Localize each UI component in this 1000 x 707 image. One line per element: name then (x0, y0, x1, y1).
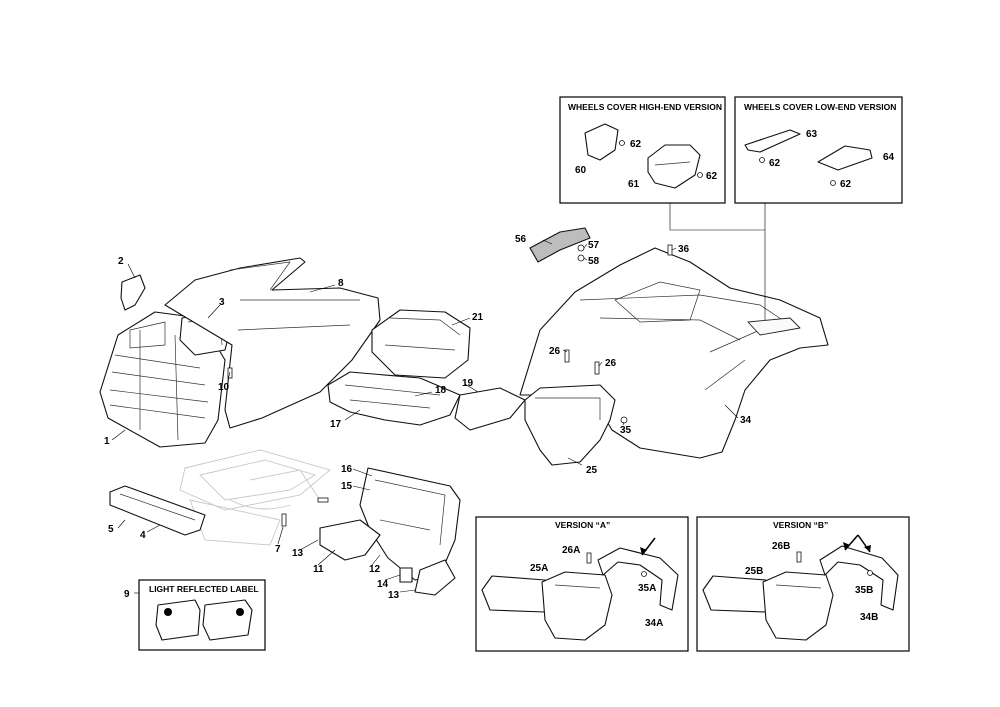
wheel-cover-part-61 (647, 144, 701, 189)
low-end-version-box: WHEELS COVER LOW-END VERSION 63 64 62 62 (734, 96, 903, 204)
screw-part-7 (281, 497, 329, 527)
callout-35: 35 (620, 425, 632, 436)
callout-34A: 34A (645, 618, 663, 629)
callout-15: 15 (341, 481, 353, 492)
callout-13b: 13 (388, 590, 400, 601)
callout-62a: 62 (630, 139, 642, 150)
callout-26a: 26 (549, 346, 561, 357)
callout-4: 4 (140, 530, 146, 541)
high-end-box-title: WHEELS COVER HIGH-END VERSION (568, 102, 722, 112)
callout-11: 11 (313, 564, 324, 575)
hood-part (164, 257, 381, 429)
callout-14: 14 (377, 579, 389, 590)
callout-19: 19 (462, 378, 474, 389)
version-b-title: VERSION “B” (773, 520, 828, 530)
rear-handle-part (529, 227, 591, 263)
light-reflected-label-box: LIGHT REFLECTED LABEL (138, 579, 266, 651)
callout-60: 60 (575, 165, 587, 176)
callout-26b: 26 (605, 358, 617, 369)
reflector-label-right (202, 599, 253, 641)
callout-7: 7 (275, 544, 281, 555)
side-rail-part (109, 485, 206, 536)
callout-35A: 35A (638, 583, 656, 594)
version-b-box: VERSION “B” 26B 25B 35B 34B (696, 516, 910, 652)
light-label-title: LIGHT REFLECTED LABEL (149, 584, 259, 594)
callout-25A: 25A (530, 563, 548, 574)
screw-62c (759, 157, 765, 163)
bracket-part-19 (454, 387, 526, 431)
callout-62d: 62 (840, 179, 852, 190)
reflector-label-left (155, 599, 201, 641)
callout-21: 21 (472, 312, 484, 323)
screw-62d (830, 180, 836, 186)
chassis-ghost (179, 449, 331, 546)
callout-2: 2 (118, 256, 124, 267)
callout-8: 8 (338, 278, 344, 289)
callout-35B: 35B (855, 585, 873, 596)
callout-13a: 13 (292, 548, 304, 559)
screw-62a (619, 140, 625, 146)
screw-62b (697, 172, 703, 178)
callout-25: 25 (586, 465, 598, 476)
callout-61: 61 (628, 179, 640, 190)
callout-57: 57 (588, 240, 600, 251)
callout-26B: 26B (772, 541, 790, 552)
callout-17: 17 (330, 419, 342, 430)
low-end-box-title: WHEELS COVER LOW-END VERSION (744, 102, 896, 112)
wheel-cover-part-64 (817, 145, 873, 171)
callout-12: 12 (369, 564, 381, 575)
callout-18: 18 (435, 385, 447, 396)
callout-16: 16 (341, 464, 353, 475)
seat-box-part (524, 384, 616, 466)
callout-1: 1 (104, 436, 110, 447)
callout-56: 56 (515, 234, 527, 245)
callout-62b: 62 (706, 171, 718, 182)
callout-64: 64 (883, 152, 895, 163)
lower-bracket-assembly (319, 467, 461, 596)
callout-36: 36 (678, 244, 690, 255)
callout-9: 9 (124, 589, 130, 600)
callout-3: 3 (219, 297, 225, 308)
callout-25B: 25B (745, 566, 763, 577)
callout-labels: 1 2 3 8 10 21 17 18 19 25 26 26 34 35 36… (104, 234, 752, 601)
console-tray-part (327, 371, 461, 426)
version-a-box: VERSION “A” 26A 25A 35A 34A (475, 516, 689, 652)
wheel-cover-part-63 (744, 129, 801, 153)
callout-62c: 62 (769, 158, 781, 169)
callout-26A: 26A (562, 545, 580, 556)
callout-58: 58 (588, 256, 600, 267)
callout-5: 5 (108, 524, 114, 535)
callout-10: 10 (218, 382, 230, 393)
wheel-cover-part-60 (584, 123, 619, 161)
callout-34B: 34B (860, 612, 878, 623)
dashboard-cover-part (371, 309, 471, 379)
screws-26-36 (564, 244, 673, 424)
callout-34: 34 (740, 415, 752, 426)
leader-lines (111, 203, 766, 594)
callout-63: 63 (806, 129, 818, 140)
version-a-title: VERSION “A” (555, 520, 610, 530)
clip-part-2 (120, 274, 146, 311)
high-end-version-box: WHEELS COVER HIGH-END VERSION 62 60 61 6… (559, 96, 726, 204)
